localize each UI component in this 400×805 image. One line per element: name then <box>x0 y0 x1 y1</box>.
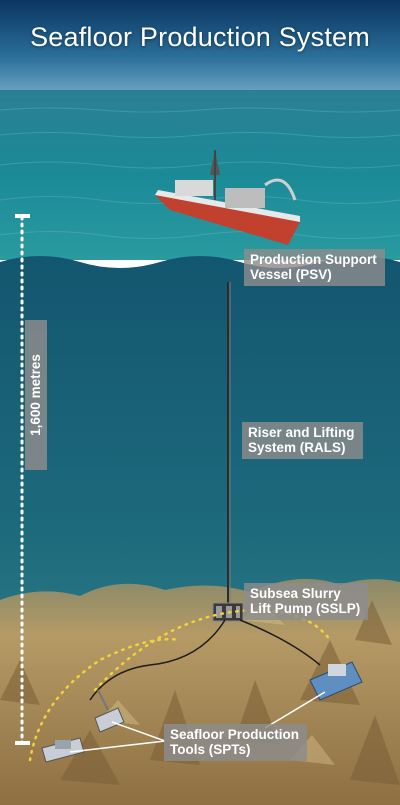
label-spt-line2: Tools (SPTs) <box>170 742 251 757</box>
seafloor-production-tool-1 <box>41 737 85 763</box>
flexible-hoses <box>89 619 321 701</box>
label-psv-line1: Production Support <box>250 252 377 267</box>
label-rals-line2: System (RALS) <box>248 440 346 455</box>
depth-scale <box>15 214 30 745</box>
label-rals-line1: Riser and Lifting <box>248 425 355 440</box>
sky <box>0 0 400 95</box>
label-psv: Production Support Vessel (PSV) <box>244 249 385 286</box>
depth-scale-label: 1,600 metres <box>25 320 47 470</box>
label-sslp: Subsea Slurry Lift Pump (SSLP) <box>244 583 369 620</box>
spt-leader-lines <box>69 691 326 753</box>
seafloor-production-tool-3 <box>309 661 363 701</box>
riser-pipe <box>227 282 231 603</box>
sea-surface <box>0 90 400 260</box>
label-spt: Seafloor Production Tools (SPTs) <box>164 724 308 761</box>
page-title: Seafloor Production System <box>30 22 370 52</box>
collection-paths <box>28 608 332 762</box>
production-support-vessel <box>155 150 300 245</box>
seafloor-production-tool-2 <box>94 689 125 733</box>
wave-lines <box>0 107 400 239</box>
label-sslp-line2: Lift Pump (SSLP) <box>250 601 361 616</box>
label-sslp-line1: Subsea Slurry <box>250 586 341 601</box>
label-rals: Riser and Lifting System (RALS) <box>242 422 363 459</box>
label-psv-line2: Vessel (PSV) <box>250 267 332 282</box>
label-spt-line1: Seafloor Production <box>170 727 300 742</box>
